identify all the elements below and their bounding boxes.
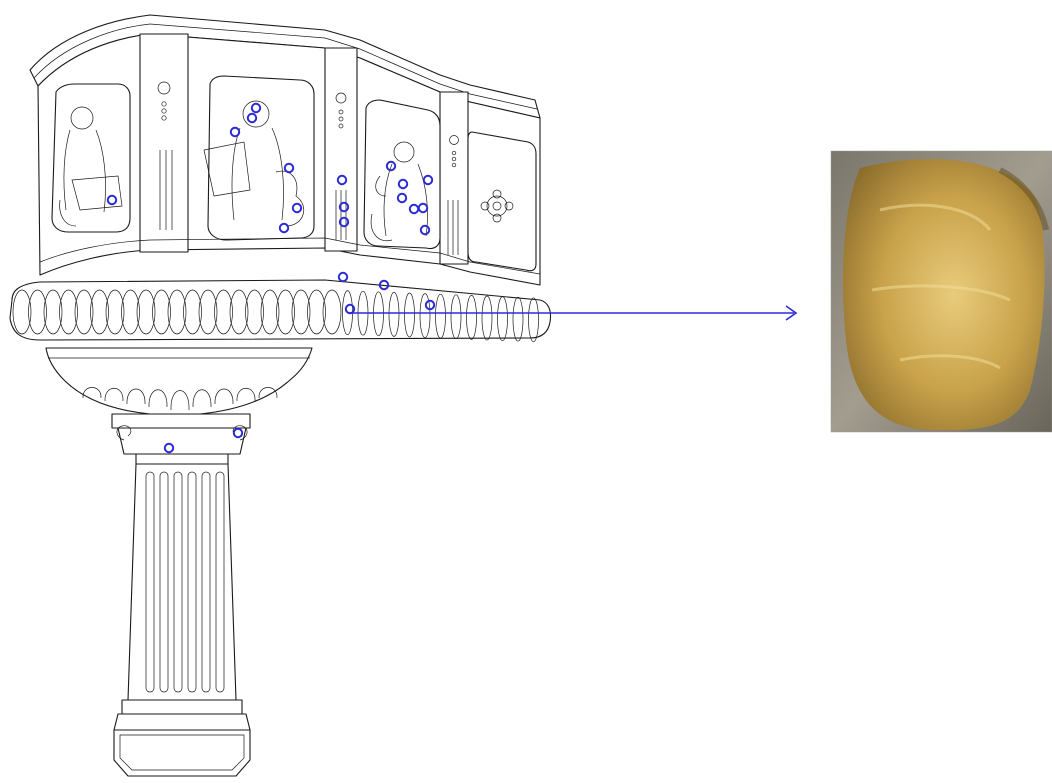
rosette-ornament xyxy=(480,189,514,223)
gadrooned-ring xyxy=(9,279,552,343)
panel-2 xyxy=(207,75,315,241)
sample-marker-17 xyxy=(419,224,431,236)
pulpit-bowl xyxy=(45,347,313,415)
sample-marker-21 xyxy=(424,299,436,311)
sample-marker-22 xyxy=(163,442,175,454)
column-base xyxy=(113,699,251,777)
sample-marker-10 xyxy=(338,216,350,228)
connector-arrow xyxy=(349,305,798,321)
arrowhead-icon xyxy=(785,305,798,321)
sample-marker-11 xyxy=(385,160,397,172)
pulpit-basket xyxy=(37,33,541,286)
sample-markers xyxy=(106,102,436,454)
pilaster-1 xyxy=(139,33,189,253)
pulpit-drawing xyxy=(9,14,552,777)
pilaster-3 xyxy=(439,91,469,265)
panel-3 xyxy=(363,99,441,250)
detail-photo xyxy=(830,150,1052,433)
sample-marker-8 xyxy=(336,174,348,186)
panel-1 xyxy=(51,83,131,233)
column-shaft xyxy=(127,463,237,701)
sample-marker-13 xyxy=(422,174,434,186)
evangelist-figure-1 xyxy=(59,106,123,227)
sample-marker-7 xyxy=(278,222,290,234)
sample-marker-5 xyxy=(283,162,295,174)
sample-marker-16 xyxy=(417,202,429,214)
sample-marker-19 xyxy=(378,279,390,291)
sample-marker-3 xyxy=(229,126,241,138)
sample-marker-14 xyxy=(396,192,408,204)
panel-4 xyxy=(467,131,537,272)
sample-marker-23 xyxy=(232,427,244,439)
sample-marker-12 xyxy=(397,178,409,190)
evangelist-figure-3 xyxy=(370,141,428,242)
sample-marker-6 xyxy=(291,202,303,214)
sample-marker-4 xyxy=(246,112,258,124)
sample-marker-2 xyxy=(250,102,262,114)
sample-marker-9 xyxy=(338,201,350,213)
sample-marker-18 xyxy=(337,271,349,283)
column-capital xyxy=(111,413,251,465)
sample-marker-1 xyxy=(106,194,118,206)
